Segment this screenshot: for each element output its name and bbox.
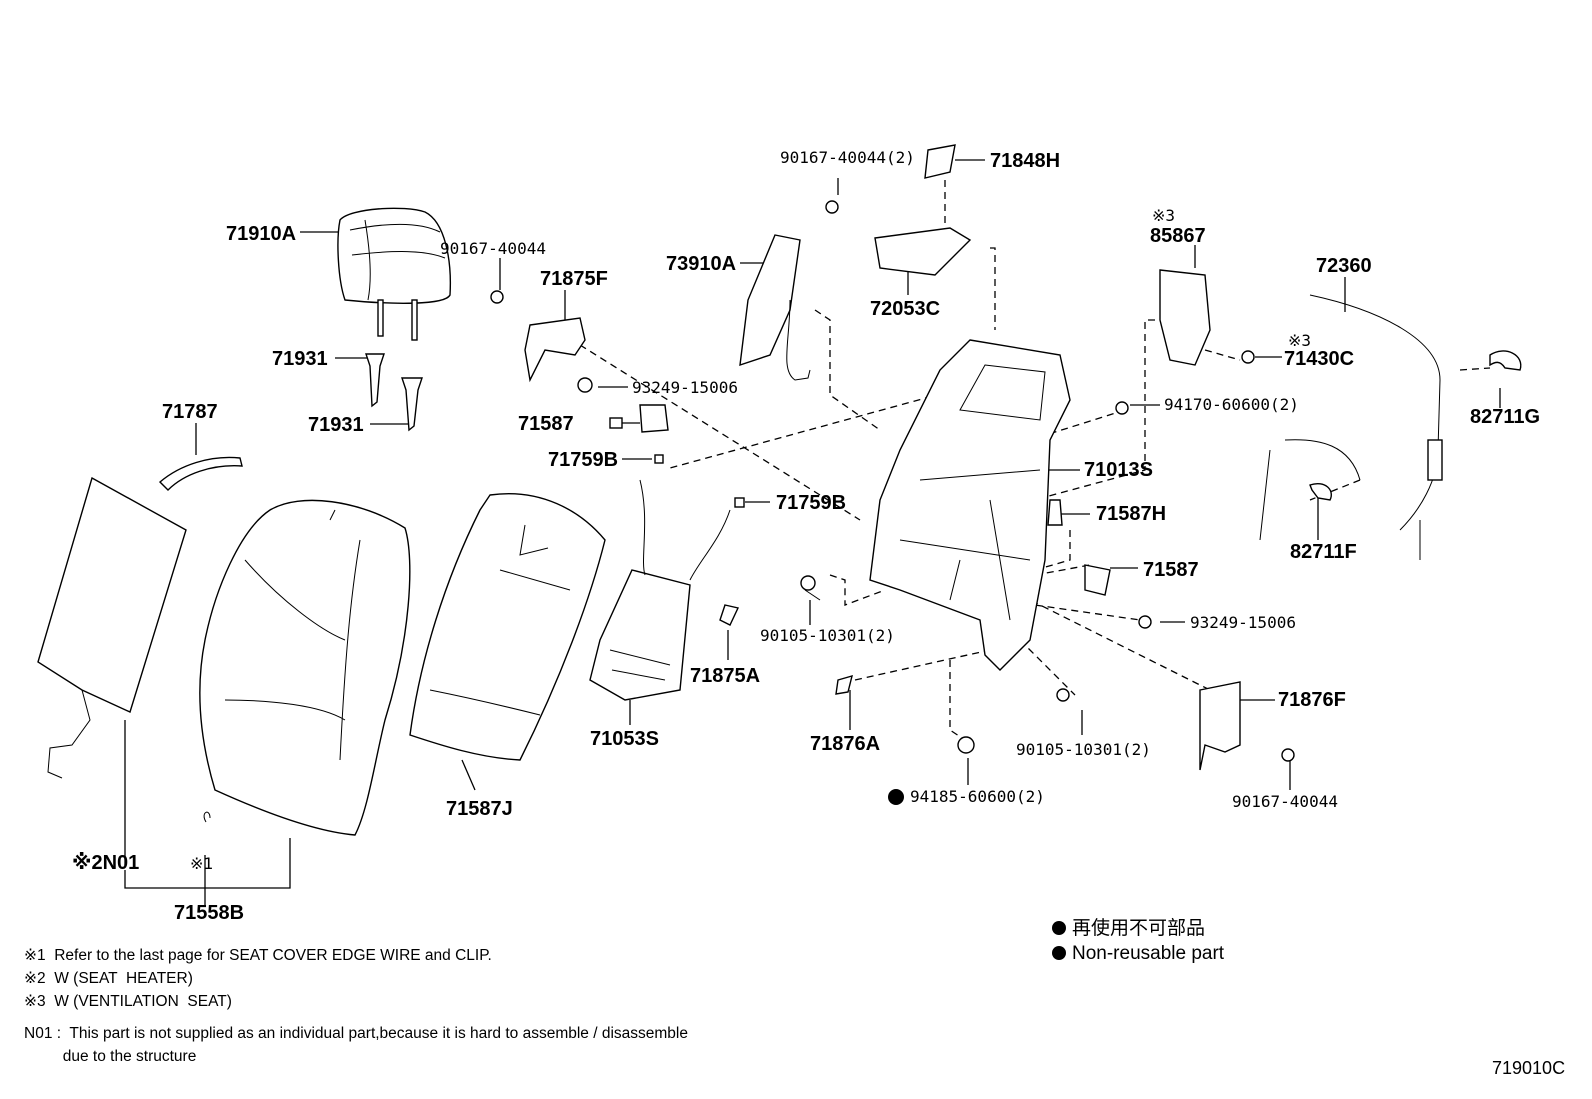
headrest-guide (365, 353, 423, 432)
footnote-1: ※1 Refer to the last page for SEAT COVER… (24, 947, 492, 964)
label-71875A: 71875A (690, 665, 760, 687)
label-71430C-mark: ※3 (1288, 331, 1311, 350)
part-labels: 71910A 90167-40044 71875F 71931 71931 71… (72, 148, 1540, 924)
bullet-icon (1052, 921, 1066, 935)
ventilation-fan (1159, 269, 1211, 366)
label-90167-40044-a: 90167-40044 (440, 239, 546, 258)
clip-82711F (1309, 483, 1332, 501)
legend-jp-text: 再使用不可部品 (1072, 918, 1206, 939)
label-71931-a: 71931 (272, 348, 328, 370)
label-71876A: 71876A (810, 733, 880, 755)
label-71430C: 71430C (1284, 348, 1354, 370)
diagram-code: 719010C (1492, 1058, 1566, 1078)
label-71587J: 71587J (446, 798, 513, 820)
headrest (337, 207, 452, 341)
legend-jp: 再使用不可部品 (1052, 916, 1224, 941)
label-71587-b: 71587 (1143, 559, 1199, 581)
strap (158, 456, 243, 491)
footnote-n01-cont: due to the structure (24, 1048, 197, 1065)
cover-71876F (1199, 681, 1241, 771)
label-mark-1: ※1 (190, 854, 213, 873)
label-71759B-a: 71759B (548, 449, 618, 471)
label-90167-40044-2: 90167-40044(2) (780, 148, 915, 167)
label-93249-15006-a: 93249-15006 (632, 378, 738, 397)
label-94185-60600-2: 94185-60600(2) (910, 787, 1045, 806)
label-90105-10301-2-a: 90105-10301(2) (760, 626, 895, 645)
label-72053C: 72053C (870, 298, 940, 320)
seatback-cover (199, 499, 411, 836)
fasteners (203, 200, 1295, 823)
label-71053S: 71053S (590, 728, 659, 750)
label-93249-15006-b: 93249-15006 (1190, 613, 1296, 632)
label-94170-60600-2: 94170-60600(2) (1164, 395, 1299, 414)
legend-en-text: Non-reusable part (1072, 943, 1225, 964)
release-cable (1259, 294, 1443, 560)
label-71876F: 71876F (1278, 689, 1346, 711)
side-airbag (739, 234, 811, 381)
control-module (874, 227, 972, 276)
label-90105-10301-2-b: 90105-10301(2) (1016, 740, 1151, 759)
bullet-icon (1052, 946, 1066, 960)
seatback-pad (409, 493, 606, 761)
label-90167-40044-b: 90167-40044 (1232, 792, 1338, 811)
label-73910A: 73910A (666, 253, 736, 275)
assembly-lines (579, 180, 1491, 741)
cover-71848H (924, 144, 956, 179)
clip-82711G (1489, 350, 1522, 371)
lumbar-support (589, 479, 731, 701)
seatback-frame (869, 339, 1071, 671)
label-71013S: 71013S (1084, 459, 1153, 481)
label-82711G: 82711G (1470, 406, 1540, 428)
footnote-n01: N01 : This part is not supplied as an in… (24, 1025, 688, 1042)
label-85867-mark: ※3 (1152, 206, 1175, 225)
label-71848H: 71848H (990, 150, 1060, 172)
label-71587H: 71587H (1096, 503, 1166, 525)
footnote-2: ※2 W (SEAT HEATER) (24, 970, 193, 987)
label-71587-a: 71587 (518, 413, 574, 435)
footnotes: ※1 Refer to the last page for SEAT COVER… (24, 944, 688, 1068)
label-71931-b: 71931 (308, 414, 364, 436)
footnote-3: ※3 W (VENTILATION SEAT) (24, 993, 232, 1010)
legend: 再使用不可部品 Non-reusable part (1052, 916, 1224, 966)
non-reusable-bullet (888, 789, 904, 805)
legend-en: Non-reusable part (1052, 941, 1224, 966)
label-71875F: 71875F (540, 268, 608, 290)
leader-lines (124, 159, 1501, 905)
label-82711F: 82711F (1290, 541, 1357, 563)
label-71910A: 71910A (226, 223, 296, 245)
label-71558B: 71558B (174, 902, 244, 924)
seat-heater-mat (37, 476, 187, 779)
label-72360: 72360 (1316, 255, 1372, 277)
label-85867: 85867 (1150, 225, 1206, 247)
label-N01: ※2N01 (72, 852, 139, 874)
label-71787: 71787 (162, 401, 218, 423)
label-71759B-b: 71759B (776, 492, 846, 514)
